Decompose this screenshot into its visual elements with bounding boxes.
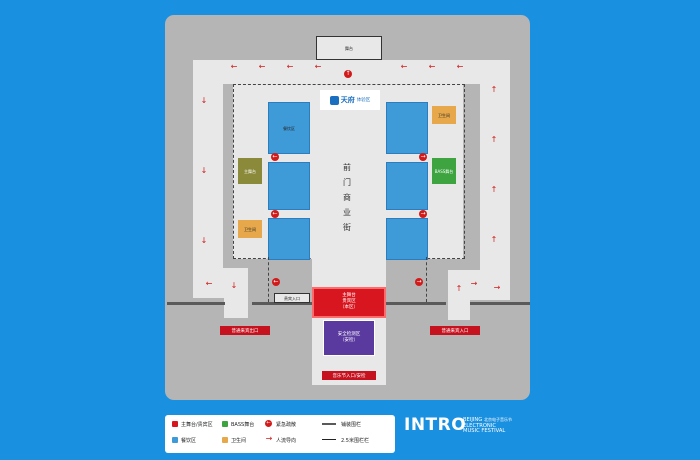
logo-line3: MUSIC FESTIVAL <box>463 428 506 434</box>
flow-arrow-right-1: ↑ <box>490 85 498 94</box>
legend-main-stage: 主舞台/贵宾区 <box>181 422 213 428</box>
flow-arrow-left-5: ← <box>205 279 213 288</box>
tianfu-logo: 天府 体验区 <box>320 90 380 110</box>
dining-block-left-2 <box>268 162 310 210</box>
emergency-icon-left-2: ← <box>271 210 279 218</box>
legend-swatch-bass <box>222 421 228 427</box>
flow-arrow-top-1: ← <box>230 62 238 71</box>
walkway-exit-left <box>224 268 248 318</box>
legend-swatch-toilet <box>222 437 228 443</box>
emergency-icon-bottom-right: → <box>415 278 423 286</box>
dining-block-right-1 <box>386 102 428 154</box>
flow-arrow-top-4: ← <box>314 62 322 71</box>
vip-entrance: 贵宾入口 <box>274 293 310 303</box>
dining-block-left-1: 餐饮区 <box>268 102 310 154</box>
entrance-right-label: 普通来宾入口 <box>430 326 480 335</box>
emergency-icon-top: ↑ <box>344 70 352 78</box>
flow-arrow-right-4: ↑ <box>490 235 498 244</box>
street-char-1: 前 <box>343 163 351 172</box>
legend-flow-arrow-icon: → <box>265 434 273 443</box>
main-stage-zone-label: 主舞台 <box>244 168 256 174</box>
top-stage-box: 舞台 <box>316 36 382 60</box>
flow-arrow-top-6: ← <box>428 62 436 71</box>
flow-arrow-right-5: ↑ <box>455 284 463 293</box>
bass-stage-zone: BASS舞台 <box>432 158 456 184</box>
main-stage-line1: 主舞台 <box>342 293 356 298</box>
flow-arrow-right-6: → <box>470 279 478 288</box>
ticket-entrance-label: 音乐节入口/安检 <box>322 371 376 380</box>
vip-entrance-label: 贵宾入口 <box>284 295 300 301</box>
toilet-zone-left: 卫生间 <box>238 220 262 238</box>
main-stage-line2: 贵宾区 <box>342 299 356 304</box>
legend-wall-line <box>322 423 336 425</box>
security-line2: （安检） <box>340 338 358 343</box>
commercial-street: 前 门 商 业 街 <box>340 160 354 235</box>
flow-arrow-right-7: → <box>493 283 501 292</box>
flow-arrow-top-3: ← <box>286 62 294 71</box>
logo-line2: ELECTRONIC <box>463 422 496 429</box>
street-char-2: 门 <box>343 178 351 187</box>
legend-emergency-icon: ← <box>265 420 272 427</box>
wall-right <box>470 302 530 305</box>
emergency-icon-bottom-left: ← <box>272 278 280 286</box>
walkway-left <box>193 60 223 294</box>
wall-mid-right <box>386 302 446 305</box>
toilet-label-left: 卫生间 <box>244 226 256 232</box>
street-char-5: 街 <box>343 223 351 232</box>
main-stage-vip-box: 主舞台 贵宾区 （本区） <box>312 287 386 318</box>
dining-block-right-3 <box>386 218 428 260</box>
exit-left-label: 普通来宾出口 <box>220 326 270 335</box>
walkway-entrance-right <box>448 270 470 320</box>
logo-line1-cn: 北京电子音乐节 <box>483 417 512 422</box>
flow-arrow-top-5: ← <box>400 62 408 71</box>
legend-swatch-main-stage <box>172 421 178 427</box>
wall-left <box>167 302 225 305</box>
toilet-zone-right: 卫生间 <box>432 106 456 124</box>
main-stage-zone: 主舞台 <box>238 158 262 184</box>
toilet-label-right: 卫生间 <box>438 112 450 118</box>
logo-line1: BEIJING <box>463 417 483 423</box>
tianfu-main: 天府 <box>340 96 355 104</box>
main-stage-line3: （本区） <box>340 305 358 310</box>
intro-logo: INTRO <box>404 415 467 435</box>
flow-arrow-right-3: ↑ <box>490 185 498 194</box>
legend-dining: 餐饮区 <box>181 438 197 444</box>
legend-swatch-dining <box>172 437 178 443</box>
wall-mid-left <box>252 302 312 305</box>
intro-logo-subtitle: BEIJING 北京电子音乐节 ELECTRONIC MUSIC FESTIVA… <box>463 417 512 435</box>
flow-arrow-right-2: ↑ <box>490 135 498 144</box>
legend-toilet: 卫生间 <box>231 438 247 444</box>
flow-arrow-left-1: ↓ <box>200 96 208 105</box>
tianfu-wave-icon <box>329 95 339 105</box>
dash-right-vertical <box>426 257 427 302</box>
legend-flow: 人流导向 <box>276 438 297 444</box>
dining-block-left-3 <box>268 218 310 260</box>
flow-arrow-top-2: ← <box>258 62 266 71</box>
dining-label-left: 餐饮区 <box>283 125 295 131</box>
dining-block-right-2 <box>386 162 428 210</box>
legend-emergency: 紧急疏散 <box>276 422 297 428</box>
tianfu-side: 体验区 <box>356 98 371 103</box>
security-check-box: 安全检测区 （安检） <box>323 320 375 356</box>
top-stage-label: 舞台 <box>345 45 353 51</box>
walkway-right <box>480 60 510 300</box>
dash-left-vertical <box>268 257 269 302</box>
legend-fence: 2.5米围栏栏 <box>341 438 369 444</box>
legend-fence-line <box>322 439 336 440</box>
legend-box <box>165 415 395 453</box>
security-line1: 安全检测区 <box>337 332 361 337</box>
street-char-3: 商 <box>343 193 351 202</box>
flow-arrow-top-7: ← <box>456 62 464 71</box>
legend-bass: BASS舞台 <box>231 422 255 428</box>
street-char-4: 业 <box>343 208 351 217</box>
emergency-icon-right-1: → <box>419 153 427 161</box>
bass-stage-label: BASS舞台 <box>434 168 454 174</box>
logo-line1-row: BEIJING 北京电子音乐节 <box>463 417 512 424</box>
legend-wall: 铺装围栏 <box>341 422 362 428</box>
emergency-icon-left-1: ← <box>271 153 279 161</box>
flow-arrow-left-3: ↓ <box>200 236 208 245</box>
flow-arrow-left-4: ↓ <box>230 281 238 290</box>
flow-arrow-left-2: ↓ <box>200 166 208 175</box>
emergency-icon-right-2: → <box>419 210 427 218</box>
